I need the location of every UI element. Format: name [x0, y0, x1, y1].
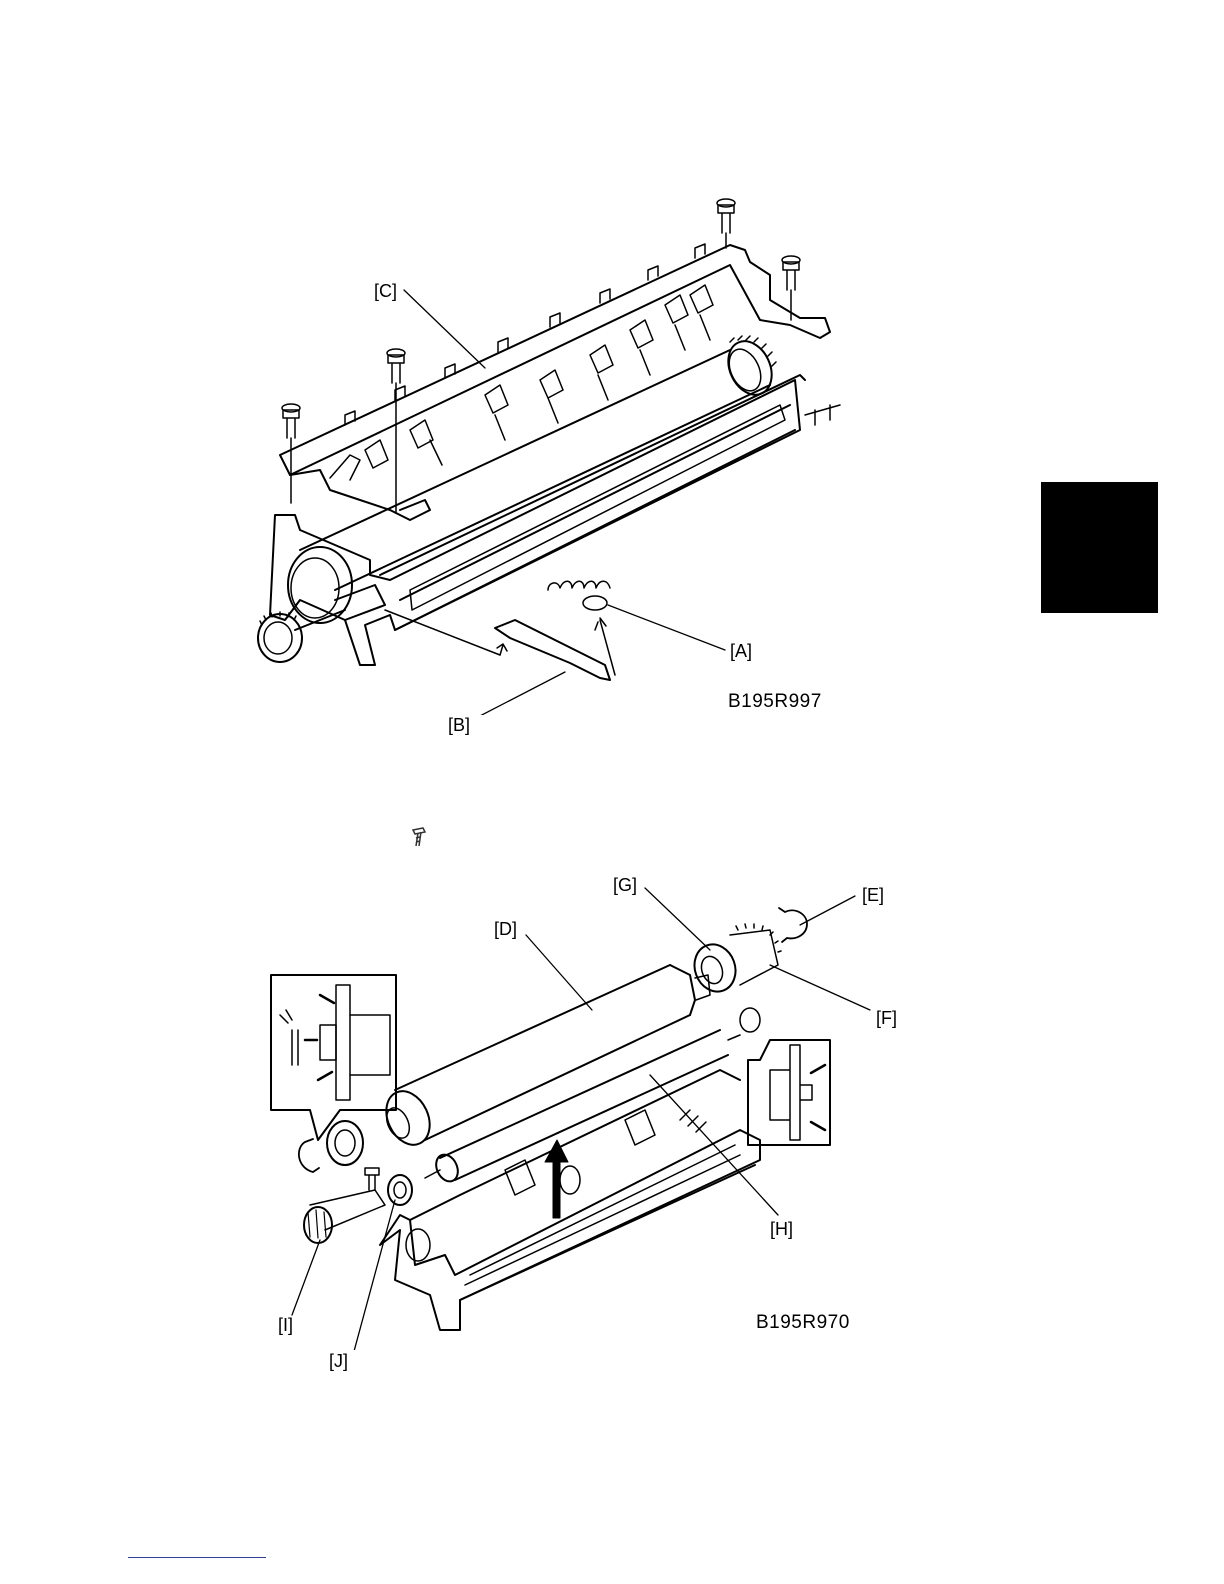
callout-j: [J] [329, 1352, 348, 1370]
figure-1-id: B195R997 [728, 692, 822, 711]
spring-and-lever [385, 581, 615, 680]
fusing-frame [270, 375, 805, 665]
callout-e: [E] [862, 886, 884, 904]
stripper-plate-bracket [280, 244, 830, 520]
callout-f: [F] [876, 1009, 897, 1027]
section-tab [1041, 482, 1158, 613]
left-gear-end [258, 547, 385, 662]
left-inset-detail [271, 975, 396, 1140]
leader-lines [404, 290, 725, 715]
screw-icon [411, 826, 427, 850]
figure-2-id: B195R970 [756, 1313, 850, 1332]
figure-2-illustration [265, 870, 905, 1350]
footer-rule [128, 1557, 266, 1558]
hot-roller [300, 334, 840, 590]
leader-lines-2 [292, 888, 870, 1350]
figure-2-drawing [265, 870, 905, 1350]
right-inset-detail [748, 1040, 830, 1145]
pressure-roller-h [425, 1008, 760, 1185]
gear-and-clip [688, 908, 807, 997]
callout-i: [I] [278, 1316, 293, 1334]
callout-c: [C] [374, 282, 397, 300]
callout-d: [D] [494, 920, 517, 938]
left-bearings [299, 1121, 412, 1243]
figure-1-drawing [250, 195, 860, 715]
figure-1-illustration [250, 195, 860, 715]
fusing-unit-frame [380, 1070, 760, 1330]
callout-g: [G] [613, 876, 637, 894]
callout-a: [A] [730, 642, 752, 660]
callout-h: [H] [770, 1220, 793, 1238]
callout-b: [B] [448, 716, 470, 734]
